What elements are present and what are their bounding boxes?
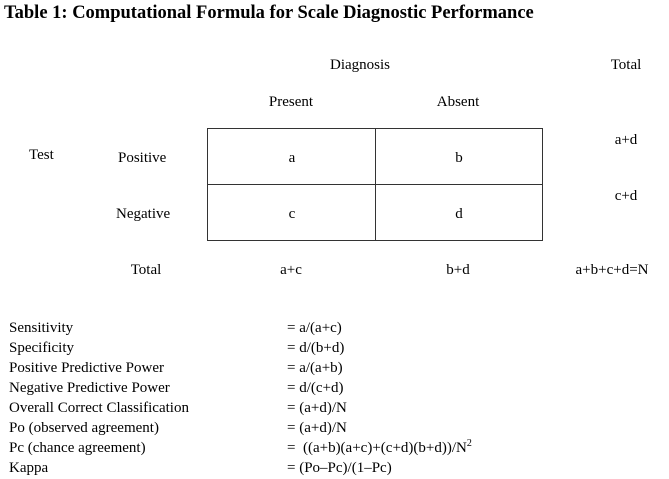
- col-total-absent: b+d: [446, 262, 470, 278]
- formula-value: = a/(a+c): [287, 320, 342, 336]
- formula-value: = a/(a+b): [287, 360, 343, 376]
- formula-label: Overall Correct Classification: [9, 400, 189, 416]
- present-header: Present: [268, 94, 314, 110]
- formula-label: Sensitivity: [9, 320, 74, 336]
- formula-label: Pc (chance agreement): [9, 440, 146, 456]
- row-total-negative: c+d: [614, 188, 638, 204]
- positive-label: Positive: [118, 150, 167, 166]
- formula-text: = ((a+b)(a+c)+(c+d)(b+d))/N: [287, 440, 467, 456]
- col-total-present: a+c: [280, 262, 302, 278]
- negative-label: Negative: [116, 206, 171, 222]
- formula-value: = ((a+b)(a+c)+(c+d)(b+d))/N2: [287, 439, 472, 457]
- test-label: Test: [29, 147, 54, 163]
- table-title: Table 1: Computational Formula for Scale…: [4, 3, 534, 23]
- grid-divider-horizontal: [208, 184, 542, 185]
- formula-superscript: 2: [466, 438, 472, 449]
- formula-value: = d/(c+d): [287, 380, 344, 396]
- cell-d: d: [455, 206, 463, 222]
- formula-label: Po (observed agreement): [9, 420, 159, 436]
- total-header: Total: [610, 57, 642, 73]
- absent-header: Absent: [436, 94, 480, 110]
- formula-value: = (Po–Pc)/(1–Pc): [287, 460, 392, 476]
- formula-value: = (a+d)/N: [287, 400, 347, 416]
- cell-c: c: [288, 206, 296, 222]
- contingency-grid: a b c d: [207, 128, 543, 241]
- formula-label: Positive Predictive Power: [9, 360, 164, 376]
- formula-label: Kappa: [9, 460, 49, 476]
- formula-value: = d/(b+d): [287, 340, 345, 356]
- total-row-label: Total: [130, 262, 162, 278]
- row-total-positive: a+d: [614, 132, 638, 148]
- formula-label: Negative Predictive Power: [9, 380, 170, 396]
- grand-total: a+b+c+d=N: [575, 262, 649, 278]
- cell-b: b: [455, 150, 463, 166]
- formula-value: = (a+d)/N: [287, 420, 347, 436]
- cell-a: a: [288, 150, 296, 166]
- formula-label: Specificity: [9, 340, 74, 356]
- diagnosis-header: Diagnosis: [330, 57, 390, 73]
